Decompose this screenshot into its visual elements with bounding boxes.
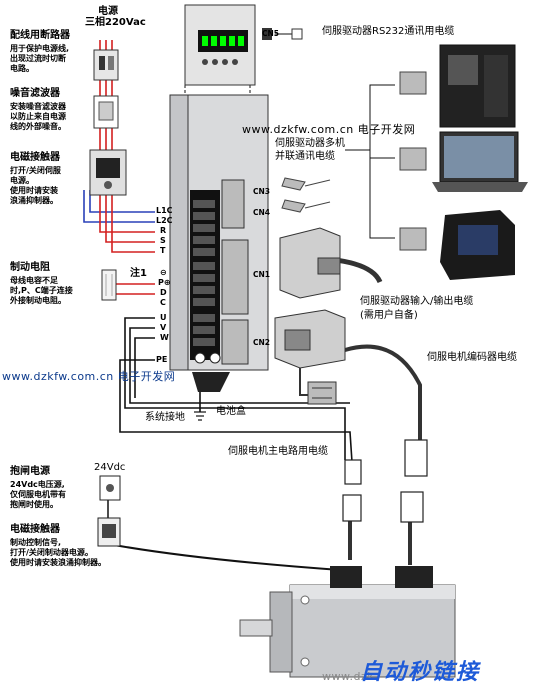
contactor-desc-line: 电源。 [10,176,34,185]
terminal-label: P⊕ [158,278,171,287]
power-wires [83,40,353,463]
brake-contactor-desc-line: 使用时请安装浪涌抑制器。 [10,558,106,567]
terminal-label: L1C [156,206,173,215]
contactor-desc: 打开/关闭伺服 电源。 使用时请安装 浪涌抑制器。 [10,166,61,206]
terminal-label: V [160,323,167,332]
ground-symbol [194,411,206,421]
brake-contactor-title: 电磁接触器 [10,524,60,535]
terminal-label: S [160,236,166,245]
terminal-label: T [160,246,166,255]
battery-box [307,381,337,405]
watermark: www.dzk [322,670,375,683]
cn3-label: CN3 [253,187,270,196]
terminal-label: C [160,298,166,307]
multi-label-2: 并联通讯电缆 [275,151,335,162]
multi-cable [281,177,331,213]
breaker-desc-line: 电路。 [10,64,34,73]
noise-filter-desc-line: 线的外部噪音。 [10,122,66,131]
terminal-label: PE [156,355,168,364]
noise-filter-desc-line: 安装噪音滤波器 [10,102,66,111]
contactor-device [89,149,127,196]
noise-filter-desc-line: 以防止来自电源 [10,112,66,121]
watermark: www.dzkfw.com.cn 电子开发网 [2,370,176,383]
hmi-device [399,210,515,280]
cn5-label: CN5 [262,29,279,38]
cable-connectors [342,439,428,523]
brake-contactor-desc-line: 制动控制信号, [10,538,62,547]
noise-filter-title: 噪音滤波器 [10,88,60,99]
cn2-label: CN2 [253,338,270,347]
terminal-label: D [160,288,167,297]
cn1-label: CN1 [253,270,270,279]
breaker-desc: 用于保护电源线, 出现过流时切断 电路。 [10,44,69,74]
system-ground-label: 系统接地 [145,412,185,423]
breaker-desc-line: 出现过流时切断 [10,54,66,63]
multi-label-1: 伺服驱动器多机 [275,138,345,149]
brake-resistor-device [101,269,117,301]
noise-filter-desc: 安装噪音滤波器 以防止来自电源 线的外部噪音。 [10,102,66,132]
power-subtitle: 三相220Vac [85,17,146,28]
brake-power-desc-line: 24Vdc电压源, [10,480,65,489]
terminal-label: W [160,333,169,342]
cn5-closeup [184,4,303,86]
note-label: 注1 [130,268,147,279]
terminal-label: ⊖ [160,268,167,277]
power-title: 电源 [98,6,118,17]
brake-power-desc-line: 仅伺服电机带有 [10,490,66,499]
contactor-desc-line: 使用时请安装 [10,186,58,195]
breaker-title: 配线用断路器 [10,30,70,41]
io-cable-label-1: 伺服驱动器输入/输出电缆 [360,296,474,307]
laptop-device [399,131,528,192]
io-cable-label-2: (需用户自备) [360,310,418,321]
terminal-label: U [160,313,167,322]
brake-power-title: 抱闸电源 [10,466,50,477]
terminal-label: R [160,226,167,235]
brake-resistor-desc-line: 母线电容不足 [10,276,58,285]
brake-contactor-desc-line: 打开/关闭制动器电源。 [10,548,93,557]
cn1-connector [279,227,341,299]
breaker-desc-line: 用于保护电源线, [10,44,70,53]
servo-motor [239,566,456,678]
brake-voltage-label: 24Vdc [94,462,126,473]
contactor-desc-line: 打开/关闭伺服 [10,166,61,175]
brake-power-desc: 24Vdc电压源, 仅伺服电机带有 抱闸时使用。 [10,480,66,510]
rs232-label: 伺服驱动器RS232通讯用电缆 [322,26,455,37]
breaker-device [93,49,119,81]
brake-resistor-desc: 母线电容不足 时,P、C端子连接 外接制动电阻。 [10,276,73,306]
battery-label: 电池盒 [216,406,246,417]
contactor-title: 电磁接触器 [10,152,60,163]
site-logo: 自动秒链接 [360,660,481,685]
servo-drive [169,94,269,392]
brake-contactor-desc: 制动控制信号, 打开/关闭制动器电源。 使用时请安装浪涌抑制器。 [10,538,106,568]
watermark: www.dzkfw.com.cn 电子开发网 [242,123,416,136]
brake-resistor-desc-line: 时,P、C端子连接 [10,286,73,295]
encoder-cable-label: 伺服电机编码器电缆 [427,352,517,363]
brake-devices [97,475,121,547]
contactor-desc-line: 浪涌抑制器。 [10,196,58,205]
terminal-label: L2C [156,216,173,225]
motor-main-cable-label: 伺服电机主电路用电缆 [228,446,328,457]
cn2-connector [274,309,346,369]
cn4-label: CN4 [253,208,270,217]
brake-resistor-title: 制动电阻 [10,262,50,273]
brake-power-desc-line: 抱闸时使用。 [10,500,58,509]
brake-resistor-desc-line: 外接制动电阻。 [10,296,66,305]
plc-device [399,44,516,128]
noise-filter-device [93,95,119,129]
